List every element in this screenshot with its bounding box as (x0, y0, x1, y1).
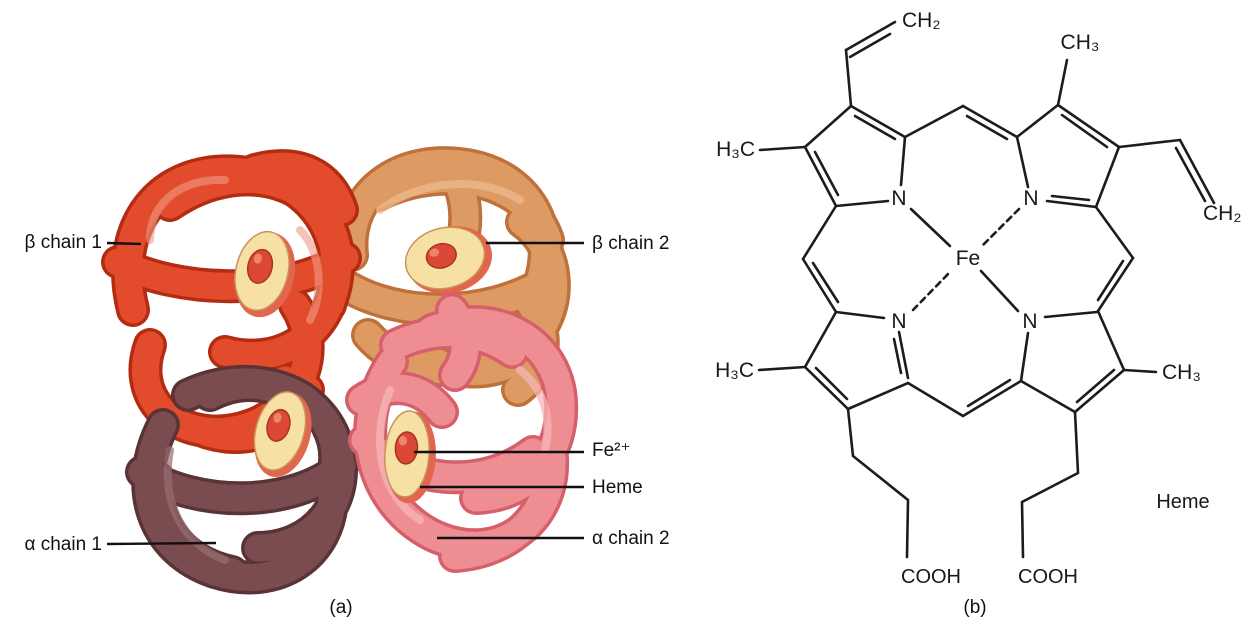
label-line-beta-chain-1 (106, 241, 142, 246)
label-alpha-chain-1: α chain 1 (24, 534, 102, 555)
label-beta-chain-1: β chain 1 (24, 232, 102, 253)
label-beta-chain-2: β chain 2 (592, 233, 670, 254)
alpha-chain-2-illustration (362, 310, 561, 556)
methylene-group: CH₂ (1203, 202, 1241, 225)
beta-chain-1-illustration (118, 166, 345, 455)
methyl-group: H₃C (716, 138, 755, 161)
heme-structure: N N N N Fe CH₂ CH₂ CH₃ CH₃ H₃C H₃C COOH … (715, 9, 1241, 588)
carboxyl-group: COOH (1018, 566, 1078, 588)
label-line-alpha-chain-1 (106, 541, 217, 546)
nitrogen-atom: N (1023, 187, 1038, 210)
heme-disk-alpha1 (253, 391, 312, 477)
caption-b: (b) (963, 597, 987, 618)
label-fe-ion: Fe²⁺ (592, 440, 631, 461)
label-heme: Heme (592, 477, 643, 498)
methyl-group: CH₃ (1162, 361, 1201, 384)
heme-structure-label: Heme (1156, 491, 1209, 513)
carboxyl-group: COOH (901, 566, 961, 588)
iron-center (246, 248, 274, 284)
nitrogen-atom: N (1022, 310, 1037, 333)
label-lines (106, 241, 584, 546)
iron-center (266, 408, 291, 442)
methylene-group: CH₂ (902, 9, 940, 32)
methyl-group: CH₃ (1061, 31, 1100, 54)
hemoglobin-illustration (0, 0, 584, 631)
caption-a: (a) (329, 597, 353, 618)
alpha-chain-1-illustration (142, 382, 342, 578)
beta-chain-2-illustration (345, 163, 554, 390)
bond-lines (757, 20, 1216, 559)
label-alpha-chain-2: α chain 2 (592, 528, 670, 549)
methyl-group: H₃C (715, 359, 754, 382)
heme-disk-beta1 (234, 230, 296, 318)
nitrogen-atom: N (891, 310, 906, 333)
nitrogen-atom: N (891, 187, 906, 210)
iron-atom: Fe (956, 247, 981, 270)
heme-disk-alpha2 (384, 410, 436, 504)
heme-disk-beta2 (404, 226, 493, 294)
atom-labels: N N N N Fe CH₂ CH₂ CH₃ CH₃ H₃C H₃C COOH … (715, 9, 1241, 588)
